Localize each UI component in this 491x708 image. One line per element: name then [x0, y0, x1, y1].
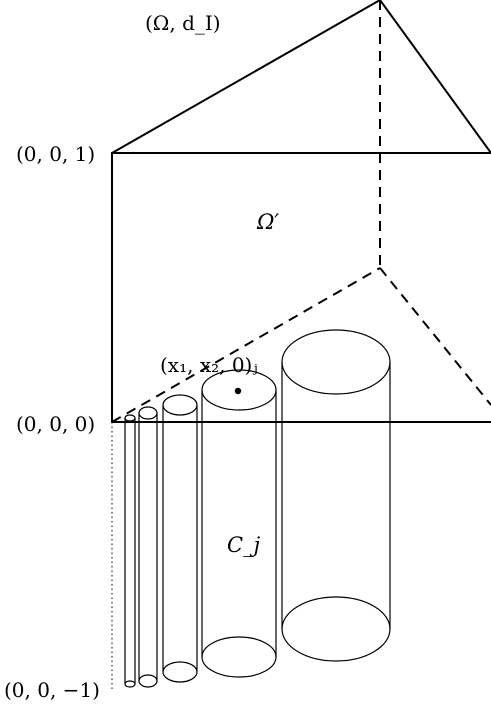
label-point-bottom: (0, 0, −1): [4, 678, 100, 702]
cylinder-3: [162, 394, 198, 683]
cylinder-4: [201, 369, 277, 678]
label-space: (Ω, d_I): [145, 11, 221, 35]
prism: [111, 0, 491, 423]
prism-hidden-edges: [111, 0, 491, 423]
hidden-floor-right-edge: [379, 267, 491, 406]
cylinders: [124, 329, 391, 688]
cylinder-5: [281, 329, 391, 662]
label-cylinder: C_j: [227, 533, 261, 557]
label-point-marked: (x₁, x₂, 0)ⱼ: [160, 353, 258, 377]
prism-roof-left-edge: [111, 0, 381, 154]
marked-point: [234, 387, 242, 395]
cylinder-1: [124, 414, 136, 688]
prism-roof-right-edge: [379, 0, 491, 154]
hidden-floor-left-edge: [111, 267, 381, 423]
label-point-origin: (0, 0, 0): [16, 412, 95, 436]
label-point-top: (0, 0, 1): [16, 142, 95, 166]
cylinder-2: [138, 406, 158, 688]
label-region: Ω′: [256, 210, 279, 234]
